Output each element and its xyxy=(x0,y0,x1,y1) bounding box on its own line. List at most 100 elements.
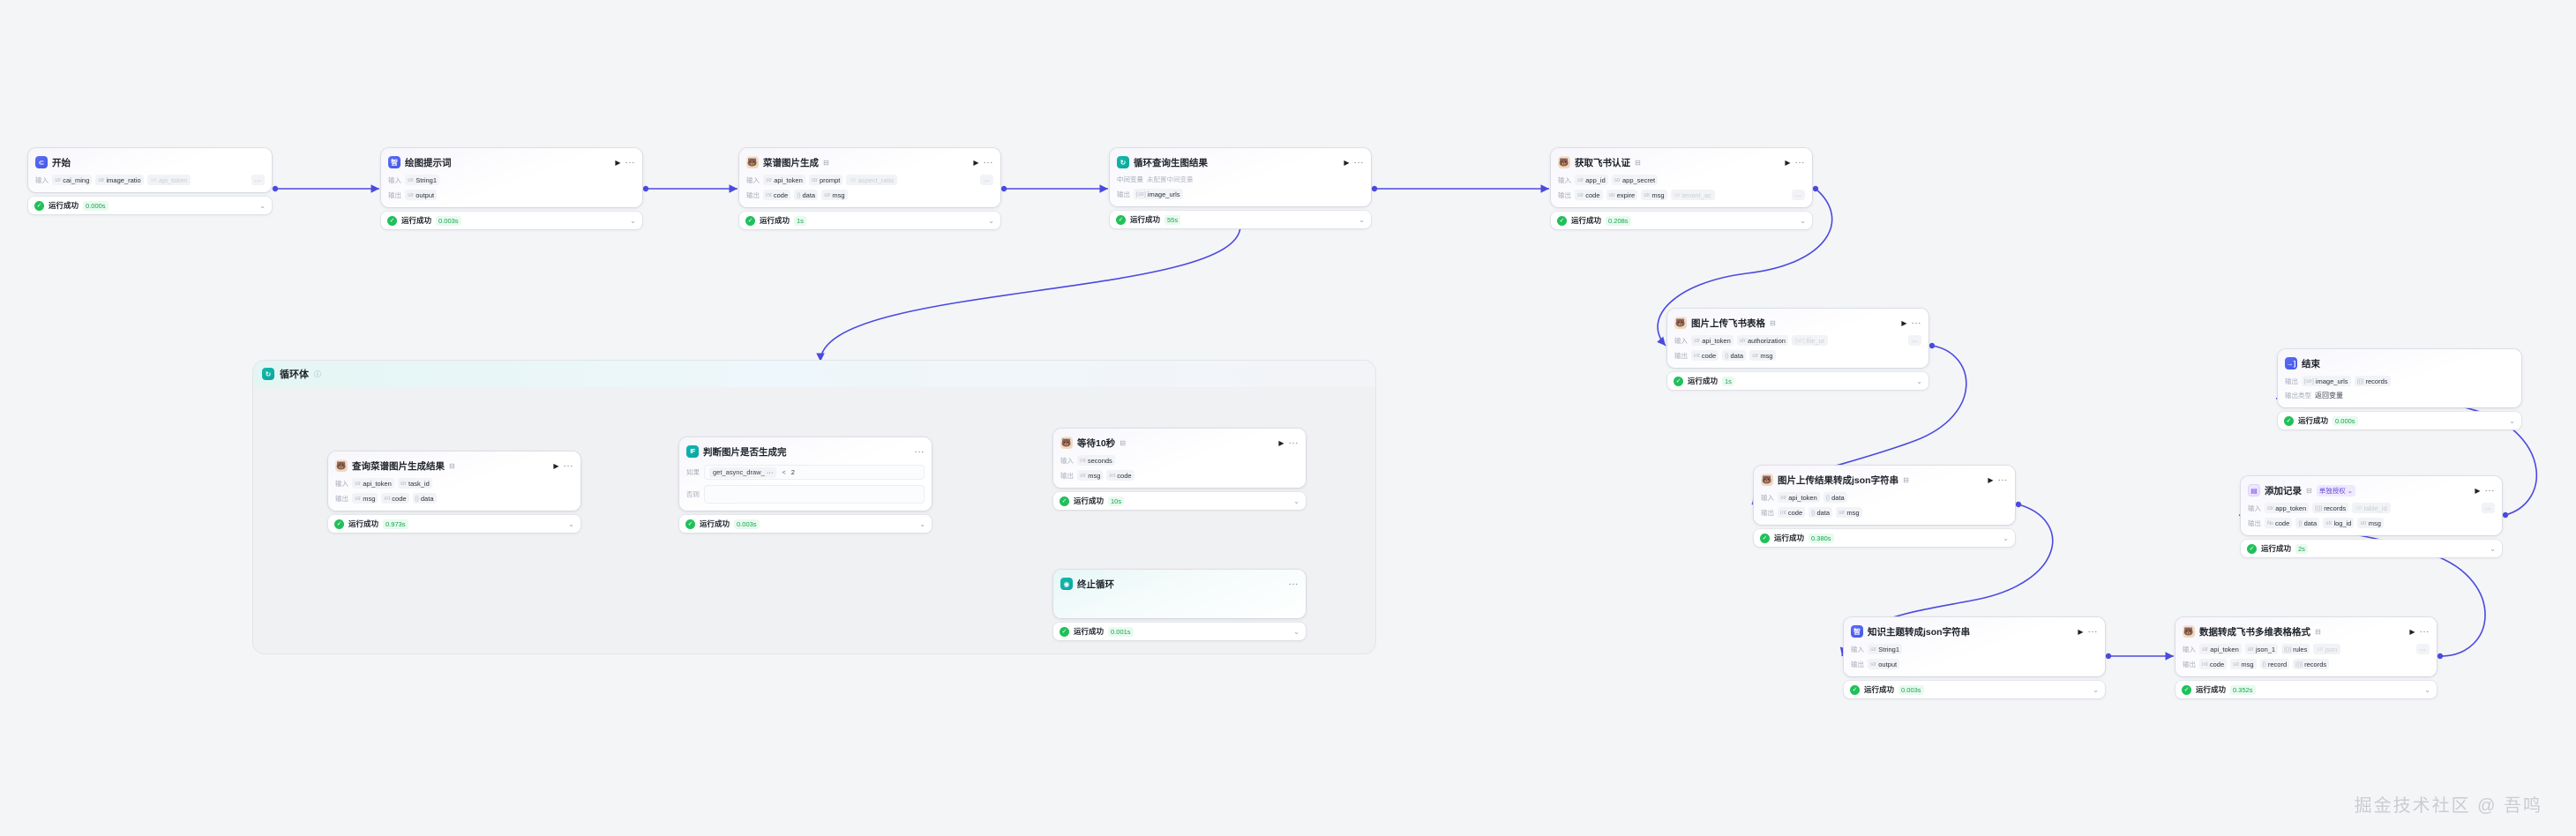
chevron-down-icon[interactable]: ⌄ xyxy=(1293,627,1299,636)
node-collapse-icon[interactable]: ⊟ xyxy=(1770,318,1776,327)
run-node-icon[interactable]: ▶ xyxy=(2475,486,2481,495)
run-node-icon[interactable]: ▶ xyxy=(615,158,621,167)
node-menu-icon[interactable]: ··· xyxy=(625,157,635,168)
node-collapse-icon[interactable]: ⊟ xyxy=(1635,158,1641,167)
run-node-icon[interactable]: ▶ xyxy=(1344,158,1350,167)
io-chip[interactable]: {}data xyxy=(1823,492,1847,503)
edge-port-dot[interactable] xyxy=(2015,501,2022,508)
io-more-icon[interactable]: ··· xyxy=(1791,190,1805,200)
chevron-down-icon[interactable]: ⌄ xyxy=(259,201,266,210)
run-node-icon[interactable]: ▶ xyxy=(973,158,979,167)
node-collapse-icon[interactable]: ⊟ xyxy=(2306,486,2312,495)
io-more-icon[interactable]: ··· xyxy=(979,175,993,185)
edge-port-dot[interactable] xyxy=(2105,653,2112,660)
edge-port-dot[interactable] xyxy=(1371,185,1378,192)
node-menu-icon[interactable]: ··· xyxy=(1353,157,1364,168)
chevron-down-icon[interactable]: ⌄ xyxy=(919,519,925,528)
io-chip[interactable]: [{}]records xyxy=(2354,376,2391,386)
terminate-loop-node-card[interactable]: ◉终止循环··· xyxy=(1053,570,1306,618)
node-menu-icon[interactable]: ··· xyxy=(983,157,993,168)
io-more-icon[interactable]: ··· xyxy=(251,175,265,185)
node-menu-icon[interactable]: ··· xyxy=(1794,157,1805,168)
separate-auth-badge[interactable]: 单独授权 ⌄ xyxy=(2316,484,2356,496)
chevron-down-icon[interactable]: ⌄ xyxy=(630,216,636,225)
run-node-icon[interactable]: ▶ xyxy=(1988,475,1994,484)
else-condition-box[interactable] xyxy=(704,485,925,504)
if-condition-box[interactable]: get_async_draw_ ···<2 xyxy=(704,465,925,480)
run-node-icon[interactable]: ▶ xyxy=(2409,627,2415,636)
run-node-icon[interactable]: ▶ xyxy=(1278,438,1284,447)
chevron-down-icon[interactable]: ⌄ xyxy=(568,519,574,528)
if-operator[interactable]: < xyxy=(782,468,786,476)
edge-port-dot[interactable] xyxy=(2502,511,2509,519)
io-chip[interactable]: {}data xyxy=(794,190,819,200)
edge-port-dot[interactable] xyxy=(272,185,279,192)
run-node-icon[interactable]: ▶ xyxy=(1785,158,1791,167)
edge-port-dot[interactable] xyxy=(2437,653,2444,660)
run-node-icon[interactable]: ▶ xyxy=(553,461,559,470)
chevron-down-icon[interactable]: ⌄ xyxy=(1359,215,1365,224)
io-chip[interactable]: [{}]records xyxy=(2293,659,2330,669)
loop-query-image-result-node-card[interactable]: ↻循环查询生图结果▶···中间变量未配置中间变量输出[str]image_url… xyxy=(1110,148,1371,206)
run-node-icon[interactable]: ▶ xyxy=(2078,627,2084,636)
chevron-down-icon[interactable]: ⌄ xyxy=(2490,544,2496,553)
io-chip[interactable]: {}data xyxy=(2295,518,2320,528)
io-chip[interactable]: [str]image_urls xyxy=(1134,189,1183,199)
node-menu-icon[interactable]: ··· xyxy=(1911,317,1921,328)
chevron-down-icon[interactable]: ⌄ xyxy=(2093,685,2099,694)
node-menu-icon[interactable]: ··· xyxy=(2419,626,2430,637)
